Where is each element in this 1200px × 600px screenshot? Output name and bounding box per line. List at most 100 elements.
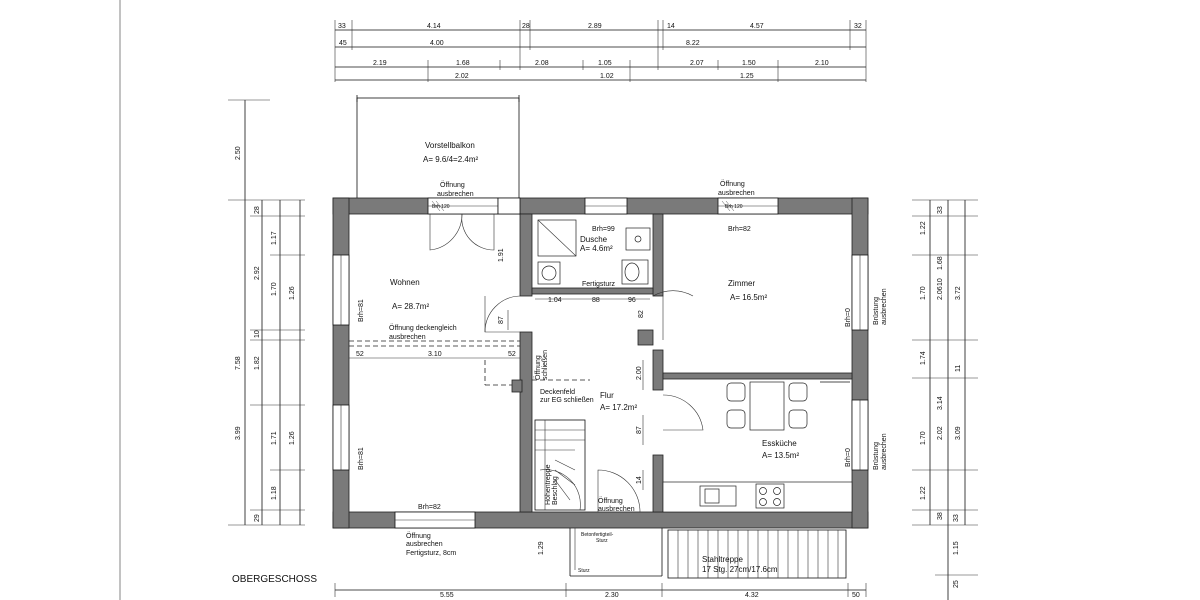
dim-top-414: 4.14	[427, 23, 441, 30]
dim-right-33a: 33	[937, 206, 944, 214]
label-brh-82-top: Brh=82	[728, 226, 751, 233]
note-betonfertigteil-2: Sturz	[596, 538, 608, 544]
dim-right-170a: 1.70	[920, 286, 927, 300]
dim-top-210: 2.10	[815, 60, 829, 67]
dim-right-11: 11	[955, 365, 962, 372]
label-brh-99: Brh=99	[592, 226, 615, 233]
dim-left-170: 1.70	[271, 282, 278, 296]
dim-left-250: 2.50	[235, 146, 242, 160]
note-betonfertigteil-1: Betonfertigteil-	[581, 532, 614, 538]
dim-right-174: 1.74	[920, 351, 927, 365]
label-brh-120-right: Brh 120	[725, 204, 743, 210]
dim-left-399: 3.99	[235, 426, 242, 440]
dim-top-202: 2.02	[455, 73, 469, 80]
dim-bottom-50: 50	[852, 592, 860, 599]
note-oeffnung-bottom-1: Öffnung	[406, 532, 431, 540]
dim-inner-191: 1.91	[498, 248, 505, 262]
dim-top-208: 2.08	[535, 60, 549, 67]
dim-left-171: 1.71	[271, 431, 278, 445]
dim-right-10: 10	[937, 278, 944, 286]
dim-top-33: 33	[338, 23, 346, 30]
window-hatch	[431, 200, 735, 212]
bathroom-fixtures	[537, 219, 651, 285]
note-bruestung-right1-1: Brüstung	[873, 297, 880, 325]
dim-inner-87b: 87	[636, 426, 643, 434]
dim-right-168: 1.68	[937, 256, 944, 270]
note-oeffnung-schliessen-1: Öffnung	[534, 355, 542, 380]
dim-right-122a: 1.22	[920, 221, 927, 235]
dim-top-822: 8.22	[686, 40, 700, 47]
label-brh-82-bottom: Brh=82	[418, 504, 441, 511]
dim-inner-87a: 87	[498, 316, 505, 324]
dim-inner-129: 1.29	[538, 541, 545, 555]
dim-top-102: 1.02	[600, 73, 614, 80]
label-brh-81-lower: Brh=81	[358, 447, 365, 470]
room-area-flur: A= 17.2m²	[600, 403, 637, 412]
dim-right-202: 2.02	[937, 426, 944, 440]
dim-left-292: 2.92	[254, 266, 261, 280]
room-name-balkon: Vorstellbalkon	[425, 141, 475, 150]
dim-top-32: 32	[854, 23, 862, 30]
dim-inner-310: 3.10	[428, 351, 442, 358]
note-fertigsturz: Fertigsturz	[582, 281, 616, 288]
dashed-openings	[349, 340, 590, 386]
top-dimension-chains	[334, 20, 867, 82]
left-dimension-chains	[228, 99, 305, 526]
room-name-flur: Flur	[600, 391, 614, 400]
note-oeffnung-flur-bottom-2: ausbrechen	[598, 506, 635, 513]
dim-inner-96: 96	[628, 297, 636, 304]
dim-top-28: 28	[522, 23, 530, 30]
note-sturz: Sturz	[578, 568, 590, 574]
note-hoehentreppe-2: Beschlag	[552, 476, 559, 505]
room-name-esskueche: Essküche	[762, 439, 797, 448]
note-oeffnung-top-right-1: Öffnung	[720, 180, 745, 188]
dim-left-126a: 1.26	[289, 286, 296, 300]
dim-right-115: 1.15	[953, 541, 960, 555]
room-name-zimmer: Zimmer	[728, 279, 755, 288]
dim-right-170b: 1.70	[920, 431, 927, 445]
note-bruestung-right2-1: Brüstung	[873, 442, 880, 470]
note-oeffnung-top-right-2: ausbrechen	[718, 190, 755, 197]
room-area-dusche: A= 4.6m²	[580, 244, 613, 253]
dim-inner-200: 2.00	[636, 366, 643, 380]
label-brh-0-upper: Brh=0	[845, 308, 852, 327]
dim-right-206: 2.06	[937, 286, 944, 300]
dim-right-372: 3.72	[955, 286, 962, 300]
note-oeffnung-deckengleich-2: ausbrechen	[389, 334, 426, 341]
right-dimension-chains	[912, 199, 978, 600]
dim-bottom-432: 4.32	[745, 592, 759, 599]
interior-walls	[511, 213, 853, 513]
dim-top-289: 2.89	[588, 23, 602, 30]
dim-top-14: 14	[667, 23, 675, 30]
doors	[429, 213, 704, 513]
room-area-balkon: A= 9.6/4=2.4m²	[423, 155, 478, 164]
label-brh-120-left: Brh 120	[432, 204, 450, 210]
label-brh-0-lower: Brh=0	[845, 448, 852, 467]
dim-top-457: 4.57	[750, 23, 764, 30]
dim-right-25: 25	[953, 580, 960, 588]
label-brh-81-upper: Brh=81	[358, 299, 365, 322]
note-oeffnung-top-left-2: ausbrechen	[437, 191, 474, 198]
note-oeffnung-bottom-2: ausbrechen	[406, 541, 443, 548]
dim-inner-14: 14	[636, 476, 643, 484]
kitchen-furniture	[662, 381, 853, 513]
note-bruestung-right1-2: ausbrechen	[881, 288, 888, 325]
bottom-dimension-chain	[334, 583, 867, 597]
dim-inner-104: 1.04	[548, 297, 562, 304]
dim-right-309: 3.09	[955, 426, 962, 440]
room-name-dusche: Dusche	[580, 235, 608, 244]
dim-top-105: 1.05	[598, 60, 612, 67]
dim-top-207: 2.07	[690, 60, 704, 67]
dim-bottom-555: 5.55	[440, 592, 454, 599]
interior-stairs	[534, 419, 586, 511]
dim-left-117: 1.17	[271, 231, 278, 245]
dim-top-168: 1.68	[456, 60, 470, 67]
room-area-wohnen: A= 28.7m²	[392, 302, 429, 311]
dim-top-150: 1.50	[742, 60, 756, 67]
note-bruestung-right2-2: ausbrechen	[881, 433, 888, 470]
room-area-zimmer: A= 16.5m²	[730, 293, 767, 302]
note-deckenfeld-2: zur EG schließen	[540, 397, 594, 404]
inner-dimension-lines	[349, 298, 650, 490]
dim-top-400: 4.00	[430, 40, 444, 47]
